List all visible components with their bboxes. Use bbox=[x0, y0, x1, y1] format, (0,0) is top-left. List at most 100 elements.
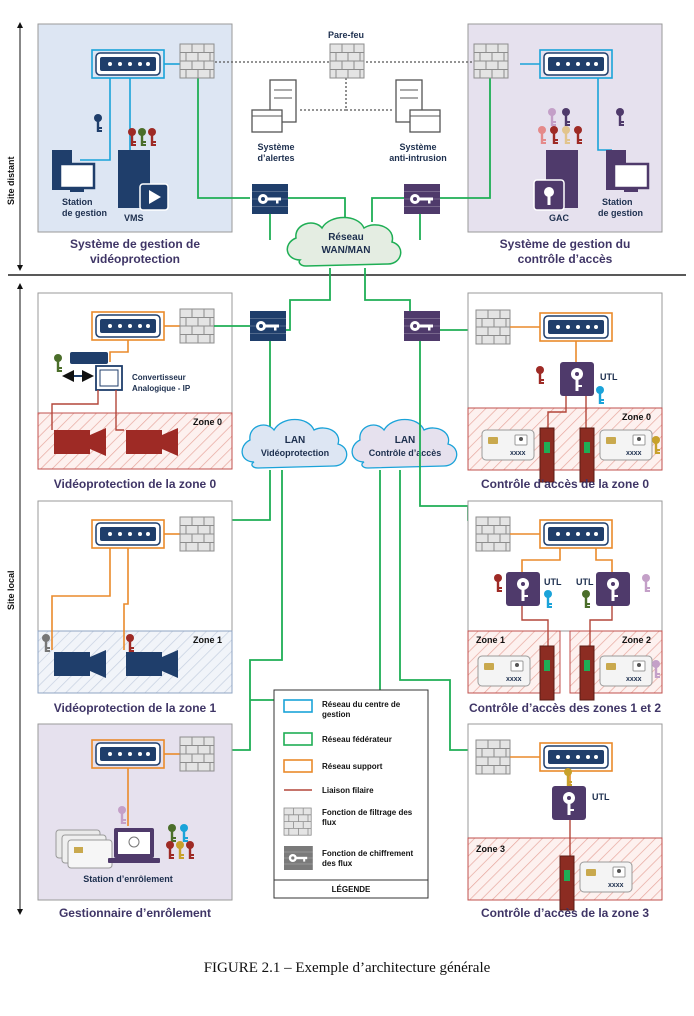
zone0-acces-label: Zone 0 bbox=[622, 412, 651, 422]
utl-icon bbox=[560, 362, 594, 396]
wan-label-2: WAN/MAN bbox=[322, 245, 371, 256]
encryption-icon bbox=[251, 183, 289, 215]
svg-text:Réseau du centre de: Réseau du centre de bbox=[322, 700, 401, 709]
svg-text:Liaison filaire: Liaison filaire bbox=[322, 786, 374, 795]
lan-acces-cloud bbox=[351, 418, 458, 469]
station-gestion-right-label-2: de gestion bbox=[598, 208, 643, 218]
legend-item-support: Réseau support bbox=[283, 759, 383, 773]
card-reader-icon bbox=[481, 429, 535, 461]
intrusion-system-label-2: anti-intrusion bbox=[389, 153, 447, 163]
svg-text:Réseau support: Réseau support bbox=[322, 762, 383, 771]
filter-icon bbox=[179, 736, 215, 772]
caption-acces-zones12: Contrôle d’accès des zones 1 et 2 bbox=[469, 701, 661, 715]
switch-icon bbox=[543, 745, 609, 769]
support-link bbox=[51, 548, 111, 650]
station-gestion-right-label-1: Station bbox=[602, 197, 633, 207]
utl-icon bbox=[506, 572, 540, 606]
parefeu-label: Pare-feu bbox=[328, 30, 364, 40]
converter-label-1: Convertisseur bbox=[132, 373, 186, 382]
intrusion-system-label-1: Système bbox=[399, 142, 436, 152]
filter-icon bbox=[475, 309, 511, 345]
filter-icon bbox=[473, 43, 509, 79]
wired-link bbox=[521, 606, 549, 648]
vms-server-icon bbox=[118, 150, 169, 211]
legend-item-backbone: Réseau fédérateur bbox=[283, 732, 392, 746]
camera-icon bbox=[126, 650, 178, 678]
station-enrolement-label: Station d’enrôlement bbox=[83, 874, 173, 884]
support-link bbox=[521, 548, 561, 572]
legend-title: LÉGENDE bbox=[332, 885, 371, 894]
gac-server-icon bbox=[533, 150, 578, 211]
station-gestion-label-2: de gestion bbox=[62, 208, 107, 218]
alert-system-label-2: d’alertes bbox=[257, 153, 294, 163]
lan-acces-label-2: Contrôle d’accès bbox=[369, 448, 442, 458]
zone3-acces-label: Zone 3 bbox=[476, 844, 505, 854]
switch-icon bbox=[543, 522, 609, 546]
vms-label: VMS bbox=[124, 213, 144, 223]
backbone-links bbox=[197, 78, 491, 240]
door-icon bbox=[539, 427, 555, 483]
figure-caption: FIGURE 2.1 – Exemple d’architecture géné… bbox=[204, 960, 491, 976]
wired-link bbox=[547, 396, 567, 428]
side-label-local: Site local bbox=[6, 570, 16, 610]
support-link bbox=[595, 548, 613, 572]
zone1-acces-label: Zone 1 bbox=[476, 635, 505, 645]
wired-link bbox=[115, 390, 124, 431]
filter-icon bbox=[179, 516, 215, 552]
camera-icon bbox=[126, 428, 178, 456]
svg-text:flux: flux bbox=[322, 818, 337, 827]
svg-text:des flux: des flux bbox=[322, 859, 353, 868]
encryption-icon bbox=[403, 310, 441, 342]
camera-icon bbox=[54, 650, 106, 678]
station-gestion-label-1: Station bbox=[62, 197, 93, 207]
lan-acces-label-1: LAN bbox=[395, 435, 416, 446]
svg-text:Fonction de filtrage des: Fonction de filtrage des bbox=[322, 808, 413, 817]
firewall-links bbox=[215, 61, 476, 111]
svg-text:Fonction de chiffrement: Fonction de chiffrement bbox=[322, 849, 413, 858]
caption-acces-zone3: Contrôle d’accès de la zone 3 bbox=[481, 906, 649, 920]
firewall-icon bbox=[329, 43, 365, 79]
management-station-icon bbox=[52, 150, 96, 192]
caption-gestion-video-1: Système de gestion de bbox=[70, 237, 200, 251]
reader-xxxx-label: xxxx bbox=[510, 450, 526, 457]
caption-gestion-video-2: vidéoprotection bbox=[90, 252, 180, 266]
door-icon bbox=[559, 855, 575, 911]
utl-label-z3: UTL bbox=[592, 792, 610, 802]
door-icon bbox=[579, 427, 595, 483]
legend-item-management: Réseau du centre de gestion bbox=[283, 699, 401, 719]
utl-label-z1: UTL bbox=[544, 577, 562, 587]
zone0-video-label: Zone 0 bbox=[193, 417, 222, 427]
caption-gestion-acces-2: contrôle d’accès bbox=[518, 252, 613, 266]
management-station-icon bbox=[606, 150, 650, 192]
legend-item-wired: Liaison filaire bbox=[284, 786, 374, 795]
wan-cloud bbox=[286, 216, 402, 267]
converter-label-2: Analogique - IP bbox=[132, 384, 191, 393]
intrusion-system-icon bbox=[395, 79, 441, 133]
switch-icon bbox=[95, 522, 161, 546]
encryption-icon bbox=[249, 310, 287, 342]
lan-video-cloud bbox=[241, 418, 348, 469]
lan-backbone-links bbox=[216, 329, 474, 751]
utl-icon bbox=[552, 786, 586, 820]
side-label-distant: Site distant bbox=[6, 156, 16, 205]
support-switch-frame bbox=[539, 742, 613, 772]
reader-xxxx-label: xxxx bbox=[626, 676, 642, 683]
wired-link bbox=[51, 390, 99, 430]
zone2-acces-label: Zone 2 bbox=[622, 635, 651, 645]
alert-system-label-1: Système bbox=[257, 142, 294, 152]
enrolment-laptop-icon bbox=[108, 828, 160, 863]
zone1-video-label: Zone 1 bbox=[193, 635, 222, 645]
card-stack-icon bbox=[55, 829, 113, 869]
card-reader-icon bbox=[477, 655, 531, 687]
caption-gestion-acces-1: Système de gestion du bbox=[500, 237, 631, 251]
switch-icon bbox=[95, 742, 161, 766]
converter-icon bbox=[62, 352, 123, 391]
legend-item-encryption: Fonction de chiffrement des flux bbox=[283, 845, 413, 871]
switch-icon bbox=[543, 52, 609, 76]
alert-system-icon bbox=[251, 79, 297, 133]
door-icon bbox=[539, 645, 555, 701]
reader-xxxx-label: xxxx bbox=[626, 450, 642, 457]
encryption-icon bbox=[403, 183, 441, 215]
caption-enrolement: Gestionnaire d’enrôlement bbox=[59, 906, 211, 920]
